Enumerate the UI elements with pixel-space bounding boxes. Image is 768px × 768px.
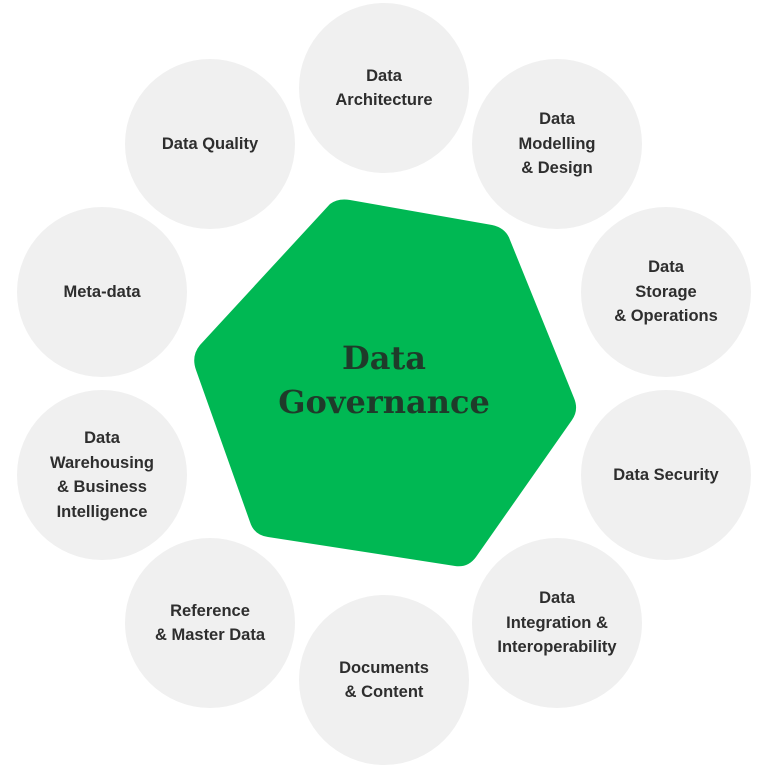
node-data-warehousing-bi: Data Warehousing & Business Intelligence: [17, 390, 187, 560]
hub-hexagon: [194, 199, 577, 567]
node-meta-data: Meta-data: [17, 207, 187, 377]
node-label: Data Storage & Operations: [614, 258, 718, 326]
node-data-quality: Data Quality: [125, 59, 295, 229]
node-reference-master-data: Reference & Master Data: [125, 538, 295, 708]
node-data-architecture: Data Architecture: [299, 3, 469, 173]
node-label: Data Architecture: [335, 66, 433, 110]
hub-title: Data Governance: [278, 339, 490, 421]
node-label: Reference & Master Data: [154, 601, 266, 645]
node-data-modelling-design: Data Modelling & Design: [472, 59, 642, 229]
node-label: Data Warehousing & Business Intelligence: [50, 429, 154, 521]
node-documents-content: Documents & Content: [299, 595, 469, 765]
node-label: Data Integration & Interoperability: [497, 589, 617, 657]
node-label: Data Modelling & Design: [518, 110, 596, 178]
node-data-security: Data Security: [581, 390, 751, 560]
node-data-storage-operations: Data Storage & Operations: [581, 207, 751, 377]
node-label: Data Quality: [161, 134, 259, 153]
node-data-integration-interoperability: Data Integration & Interoperability: [472, 538, 642, 708]
node-label: Meta-data: [63, 282, 141, 301]
node-label: Documents & Content: [339, 658, 429, 702]
node-label: Data Security: [613, 465, 719, 484]
